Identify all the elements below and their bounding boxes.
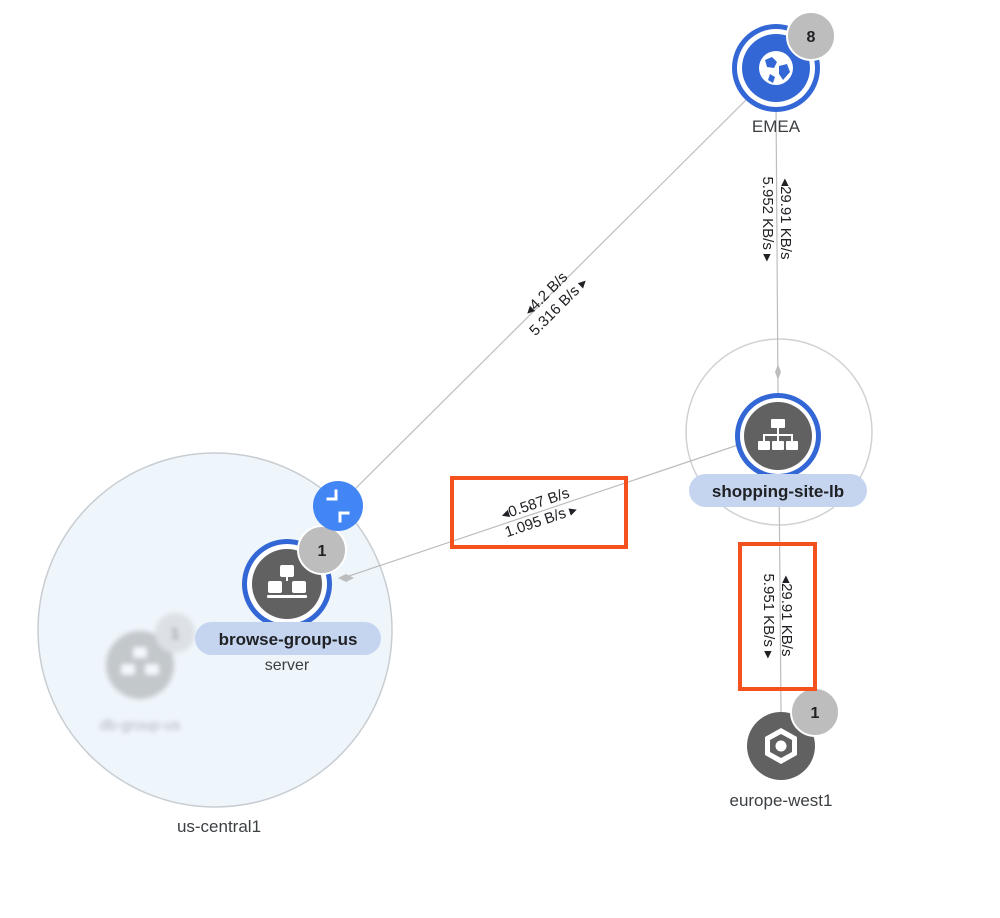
node-europe-west1[interactable]: 1 europe-west1 bbox=[729, 687, 840, 810]
edge-emea-browse[interactable] bbox=[353, 97, 749, 491]
edge-label-emea-browse: ◂4.2 B/s 5.316 B/s ▸ bbox=[521, 269, 592, 339]
lb-label-pill bbox=[689, 474, 867, 507]
highlight-box-lb-browse bbox=[450, 476, 628, 549]
node-db-group-us[interactable]: 1 db-group-us bbox=[100, 613, 195, 734]
edge-label-lb-browse: ◂0.587 B/s 1.095 B/s ▸ bbox=[499, 485, 580, 541]
edge-label-emea-lb: ◂29.91 KB/s 5.952 KB/s ▸ bbox=[759, 176, 794, 262]
load-balancer-icon bbox=[758, 419, 798, 450]
node-emea[interactable]: 8 EMEA bbox=[732, 11, 836, 136]
collapse-region-button[interactable] bbox=[313, 481, 363, 531]
rate-in-emea-lb: ◂29.91 KB/s bbox=[777, 179, 794, 260]
europe-label: europe-west1 bbox=[729, 791, 832, 810]
node-shopping-site-lb[interactable]: shopping-site-lb bbox=[689, 393, 867, 507]
rate-out-lb-europe: 5.951 KB/s ▸ bbox=[760, 573, 777, 659]
edge-lb-browse[interactable] bbox=[342, 444, 739, 579]
region-hexagon-icon bbox=[765, 728, 797, 764]
node-browse-group-us[interactable]: 1 browse-group-us server bbox=[195, 525, 381, 674]
edge-tip-emea-lb bbox=[775, 364, 781, 380]
edges bbox=[338, 97, 782, 713]
edge-lb-europe[interactable] bbox=[778, 469, 782, 713]
browse-label-pill bbox=[195, 622, 381, 655]
region-us-central1-label: us-central1 bbox=[177, 817, 261, 836]
edge-label-lb-europe: ◂29.91 KB/s 5.951 KB/s ▸ bbox=[760, 573, 795, 659]
rate-in-lb-europe: ◂29.91 KB/s bbox=[778, 576, 795, 657]
db-badge-count: 1 bbox=[171, 626, 180, 643]
instance-group-icon bbox=[267, 565, 307, 598]
lb-label: shopping-site-lb bbox=[712, 482, 844, 501]
emea-label: EMEA bbox=[752, 117, 801, 136]
browse-label: browse-group-us bbox=[219, 630, 358, 649]
collapse-icon bbox=[326, 489, 350, 523]
rate-out-emea-lb: 5.952 KB/s ▸ bbox=[759, 176, 776, 262]
globe-icon bbox=[759, 51, 793, 85]
highlight-box-lb-europe bbox=[738, 542, 817, 691]
db-badge bbox=[155, 613, 195, 653]
instance-group-icon bbox=[106, 631, 174, 699]
emea-badge-count: 8 bbox=[807, 29, 816, 46]
europe-badge-count: 1 bbox=[811, 705, 820, 722]
db-label: db-group-us bbox=[100, 717, 181, 734]
edge-emea-lb[interactable] bbox=[775, 99, 779, 394]
emea-badge bbox=[786, 11, 836, 61]
browse-sublabel: server bbox=[265, 657, 310, 674]
browse-badge-count: 1 bbox=[318, 543, 327, 560]
edge-tip-lb-browse bbox=[338, 574, 354, 582]
browse-badge bbox=[297, 525, 347, 575]
